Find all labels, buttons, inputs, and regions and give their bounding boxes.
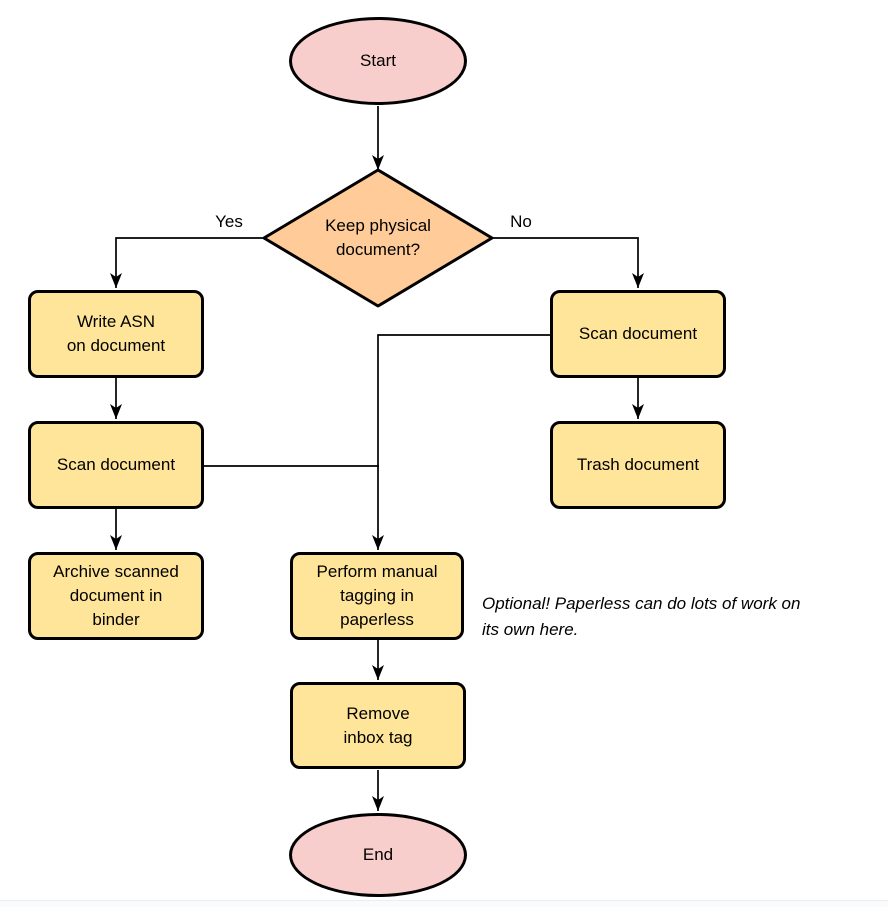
process-write-asn-on-document: Write ASN on document [28, 290, 204, 378]
decision-diamond-shape [262, 168, 494, 308]
process-scan-document-left: Scan document [28, 421, 204, 509]
end-node-label: End [362, 845, 394, 864]
edge-label-no: No [510, 212, 532, 231]
process-perform-manual-tagging: Perform manual tagging in paperless [290, 552, 464, 640]
process-label: Remove inbox tag [343, 703, 413, 747]
start-node-label: Start [360, 51, 396, 70]
process-archive-scanned-document: Archive scanned document in binder [28, 552, 204, 640]
end-node: End [289, 813, 467, 897]
edge-decision-no-to-scan-right [490, 237, 644, 288]
page-bottom-divider [0, 900, 888, 907]
process-scan-document-right: Scan document [550, 290, 726, 378]
process-label: Scan document [578, 324, 698, 343]
edge-decision-yes-to-write-asn [110, 237, 266, 288]
decision-keep-physical-document: Keep physical document? [264, 170, 492, 306]
start-node: Start [289, 17, 467, 105]
process-trash-document: Trash document [550, 421, 726, 509]
process-label: Archive scanned document in binder [53, 562, 179, 629]
process-label: Write ASN on document [66, 312, 166, 355]
decision-label: Keep physical document? [325, 216, 431, 259]
process-label: Perform manual tagging in paperless [316, 562, 438, 629]
edge-label-yes: Yes [215, 212, 243, 231]
optional-note: Optional! Paperless can do lots of work … [482, 594, 801, 639]
edge-scan-right-to-perform-tagging [372, 334, 551, 550]
process-remove-inbox-tag: Remove inbox tag [290, 682, 466, 769]
process-label: Scan document [56, 455, 176, 474]
process-label: Trash document [576, 455, 700, 474]
